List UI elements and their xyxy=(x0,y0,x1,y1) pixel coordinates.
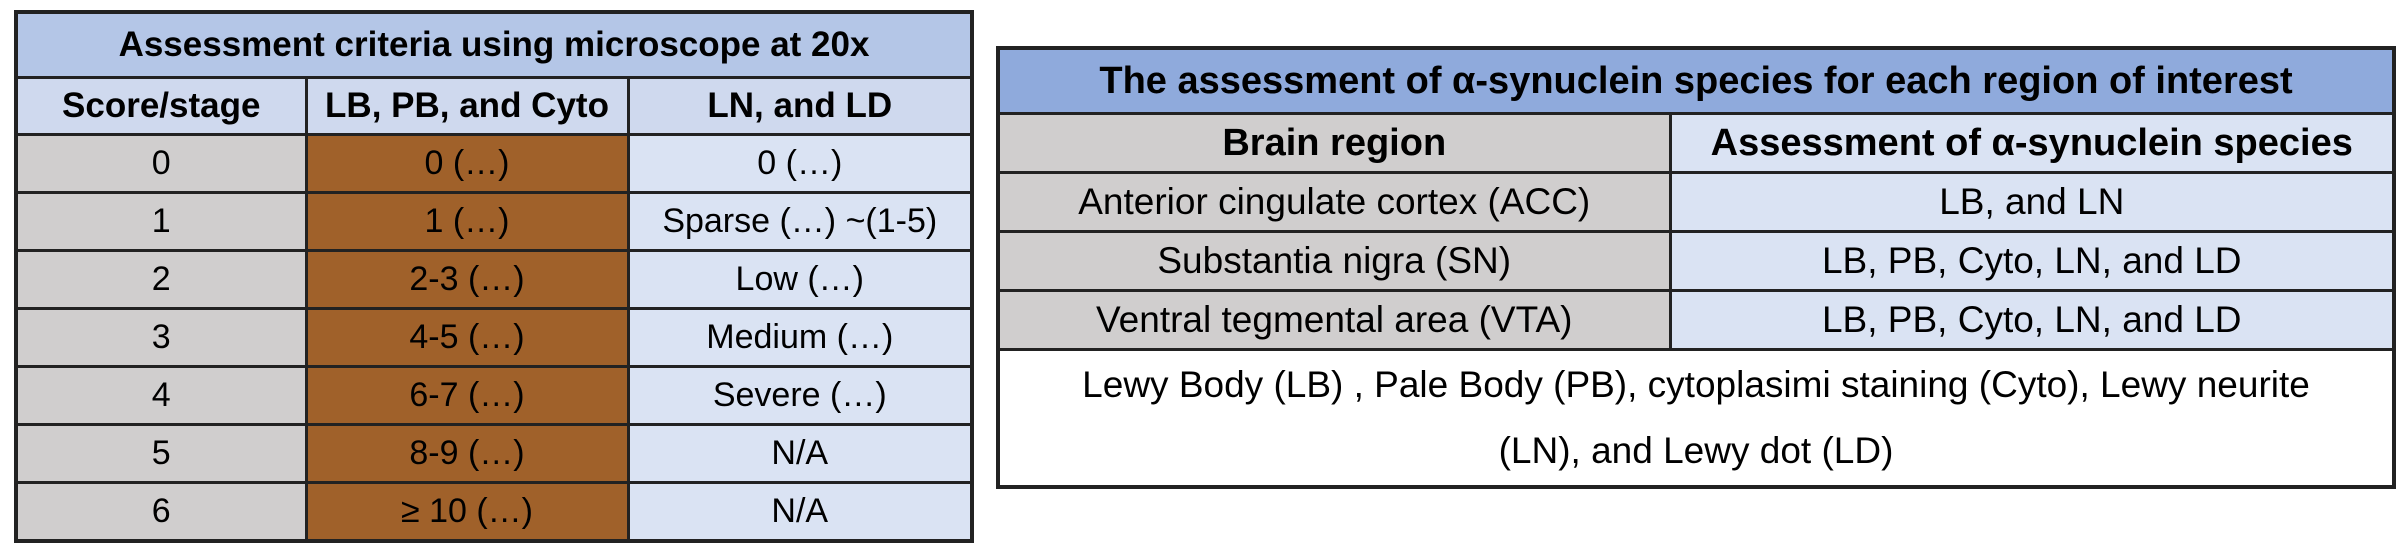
table-row: Substantia nigra (SN) LB, PB, Cyto, LN, … xyxy=(996,230,2396,292)
table-row: 4 6-7 (…) Severe (…) xyxy=(14,365,974,426)
score-cell: 5 xyxy=(14,423,308,484)
brain-region-cell: Anterior cingulate cortex (ACC) xyxy=(996,171,1672,233)
brain-region-cell: Ventral tegmental area (VTA) xyxy=(996,289,1672,351)
table-row: Anterior cingulate cortex (ACC) LB, and … xyxy=(996,171,2396,233)
ln-ld-cell: N/A xyxy=(626,423,974,484)
region-assessment-table: The assessment of α-synuclein species fo… xyxy=(996,46,2397,489)
left-table-title: Assessment criteria using microscope at … xyxy=(14,10,974,79)
lb-pb-cyto-cell: 2-3 (…) xyxy=(304,249,630,310)
lb-pb-cyto-cell: 8-9 (…) xyxy=(304,423,630,484)
brain-region-cell: Substantia nigra (SN) xyxy=(996,230,1672,292)
table-row: 2 2-3 (…) Low (…) xyxy=(14,249,974,310)
header-score-stage: Score/stage xyxy=(14,76,308,136)
ln-ld-cell: Severe (…) xyxy=(626,365,974,426)
right-table-title: The assessment of α-synuclein species fo… xyxy=(996,46,2396,115)
ln-ld-cell: Medium (…) xyxy=(626,307,974,368)
table-row: 6 ≥ 10 (…) N/A xyxy=(14,481,974,543)
lb-pb-cyto-cell: ≥ 10 (…) xyxy=(304,481,630,543)
species-cell: LB, PB, Cyto, LN, and LD xyxy=(1668,230,2396,292)
score-cell: 3 xyxy=(14,307,308,368)
lb-pb-cyto-cell: 1 (…) xyxy=(304,191,630,252)
assessment-criteria-table: Assessment criteria using microscope at … xyxy=(14,10,975,543)
score-cell: 0 xyxy=(14,133,308,194)
table-row: 0 0 (…) 0 (…) xyxy=(14,133,974,194)
header-brain-region: Brain region xyxy=(996,112,1672,174)
species-cell: LB, PB, Cyto, LN, and LD xyxy=(1668,289,2396,351)
score-cell: 6 xyxy=(14,481,308,543)
header-lb-pb-cyto: LB, PB, and Cyto xyxy=(304,76,630,136)
lb-pb-cyto-cell: 6-7 (…) xyxy=(304,365,630,426)
header-assessment-species: Assessment of α-synuclein species xyxy=(1668,112,2396,174)
lb-pb-cyto-cell: 0 (…) xyxy=(304,133,630,194)
lb-pb-cyto-cell: 4-5 (…) xyxy=(304,307,630,368)
score-cell: 1 xyxy=(14,191,308,252)
score-cell: 4 xyxy=(14,365,308,426)
abbreviation-footnote: Lewy Body (LB) , Pale Body (PB), cytopla… xyxy=(996,348,2396,489)
score-cell: 2 xyxy=(14,249,308,310)
species-cell: LB, and LN xyxy=(1668,171,2396,233)
ln-ld-cell: N/A xyxy=(626,481,974,543)
header-ln-ld: LN, and LD xyxy=(626,76,974,136)
table-row: 3 4-5 (…) Medium (…) xyxy=(14,307,974,368)
table-row: 5 8-9 (…) N/A xyxy=(14,423,974,484)
ln-ld-cell: Low (…) xyxy=(626,249,974,310)
table-row: Ventral tegmental area (VTA) LB, PB, Cyt… xyxy=(996,289,2396,351)
table-row: 1 1 (…) Sparse (…) ~(1-5) xyxy=(14,191,974,252)
ln-ld-cell: Sparse (…) ~(1-5) xyxy=(626,191,974,252)
ln-ld-cell: 0 (…) xyxy=(626,133,974,194)
